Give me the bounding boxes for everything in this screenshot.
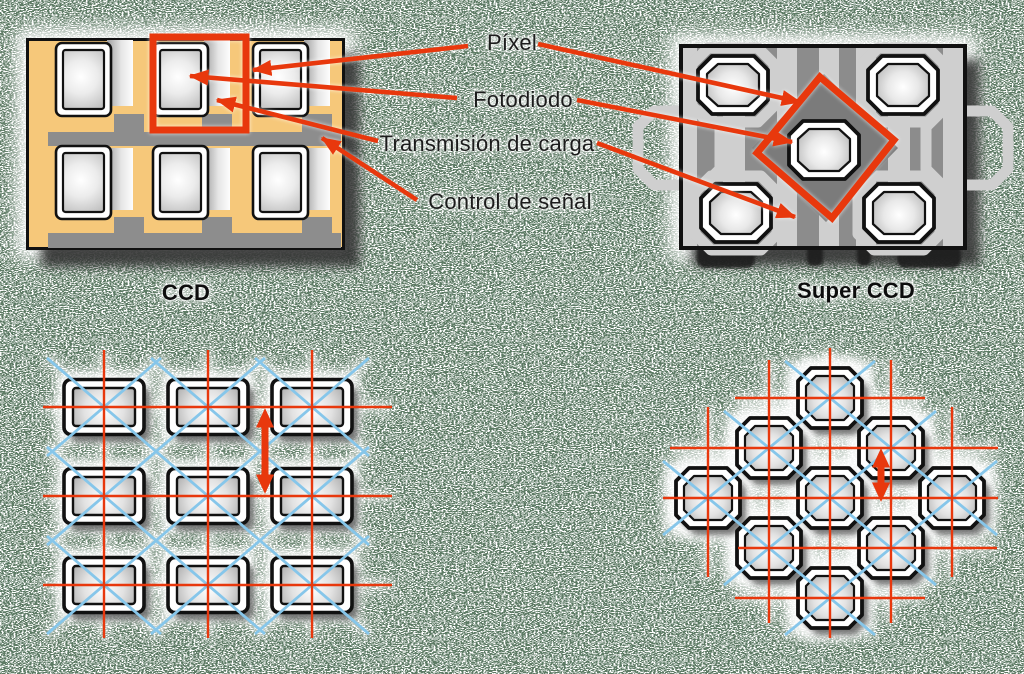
super-ccd-caption: Super CCD [797,278,915,303]
super-ccd-pixel-grid-drawing [660,348,1000,640]
ccd-panel-drawing [26,38,345,250]
pixel-pitch-grid [663,348,998,638]
super-ccd-panel-drawing [679,44,967,268]
pixel-label: Píxel [487,30,537,55]
charge-transfer-label: Transmisión de carga [379,131,595,156]
ccd-caption: CCD [161,280,211,305]
signal-control-label: Control de señal [428,189,592,214]
ccd-panel [26,38,345,250]
photodiode-label: Fotodiodo [473,87,573,112]
ccd-pixel-grid-drawing [43,350,392,638]
ccd-pixel-grid [20,340,410,650]
pixel-pitch-grid [43,350,392,638]
super-ccd-panel [679,44,967,268]
super-ccd-pixel-grid [640,330,1024,660]
